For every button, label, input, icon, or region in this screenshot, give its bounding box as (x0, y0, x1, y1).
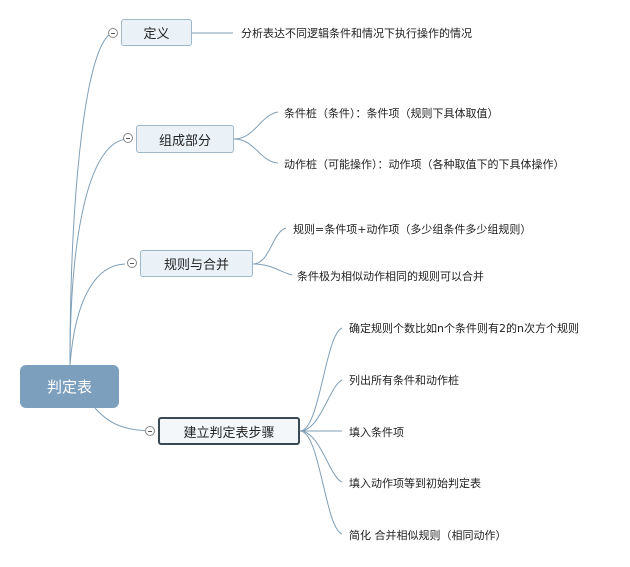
collapse-icon-steps[interactable] (145, 426, 155, 436)
leaf-rules-2[interactable]: 条件极为相似动作相同的规则可以合并 (297, 270, 484, 283)
leaf-components-2[interactable]: 动作桩（可能操作）：动作项（各种取值下的下具体操作） (284, 158, 565, 171)
topic-rules-label: 规则与合并 (163, 258, 229, 273)
link-root-definition (69, 32, 114, 366)
topic-steps[interactable]: 建立判定表步骤 (158, 417, 300, 445)
root-topic[interactable]: 判定表 (20, 365, 119, 408)
collapse-icon-components[interactable] (123, 133, 133, 143)
link-steps-leaf-2 (299, 379, 343, 432)
link-components-leaf-1 (233, 111, 279, 140)
topic-definition-label: 定义 (143, 27, 170, 42)
leaf-steps-2[interactable]: 列出所有条件和动作桩 (349, 374, 459, 387)
link-root-components (69, 138, 129, 366)
link-root-rules (69, 263, 126, 366)
topic-rules[interactable]: 规则与合并 (140, 250, 253, 277)
link-steps-leaf-1 (299, 327, 343, 432)
leaf-components-1[interactable]: 条件桩（条件）：条件项（规则下具体取值） (284, 107, 499, 120)
topic-steps-label: 建立判定表步骤 (183, 425, 275, 441)
leaf-definition-1[interactable]: 分析表达不同逻辑条件和情况下执行操作的情况 (241, 27, 472, 40)
link-rules-leaf-2 (252, 263, 293, 276)
topic-components[interactable]: 组成部分 (136, 125, 234, 153)
link-steps-leaf-4 (299, 430, 343, 483)
link-rules-leaf-1 (252, 227, 287, 265)
link-steps-leaf-5 (299, 430, 343, 535)
collapse-icon-rules[interactable] (127, 258, 137, 268)
leaf-steps-3[interactable]: 填入条件项 (349, 426, 404, 439)
link-components-leaf-2 (233, 138, 279, 164)
leaf-steps-5[interactable]: 简化 合并相似规则（相同动作） (349, 529, 507, 542)
topic-components-label: 组成部分 (158, 133, 211, 149)
leaf-rules-1[interactable]: 规则=条件项+动作项（多少组条件多少组规则） (293, 223, 532, 236)
collapse-icon-definition[interactable] (108, 28, 118, 38)
leaf-steps-1[interactable]: 确定规则个数比如n个条件则有2的n次方个规则 (349, 322, 579, 335)
leaf-steps-4[interactable]: 填入动作项等到初始判定表 (349, 477, 481, 490)
root-topic-label: 判定表 (46, 378, 92, 396)
link-root-steps (94, 407, 151, 432)
topic-definition[interactable]: 定义 (121, 19, 192, 46)
